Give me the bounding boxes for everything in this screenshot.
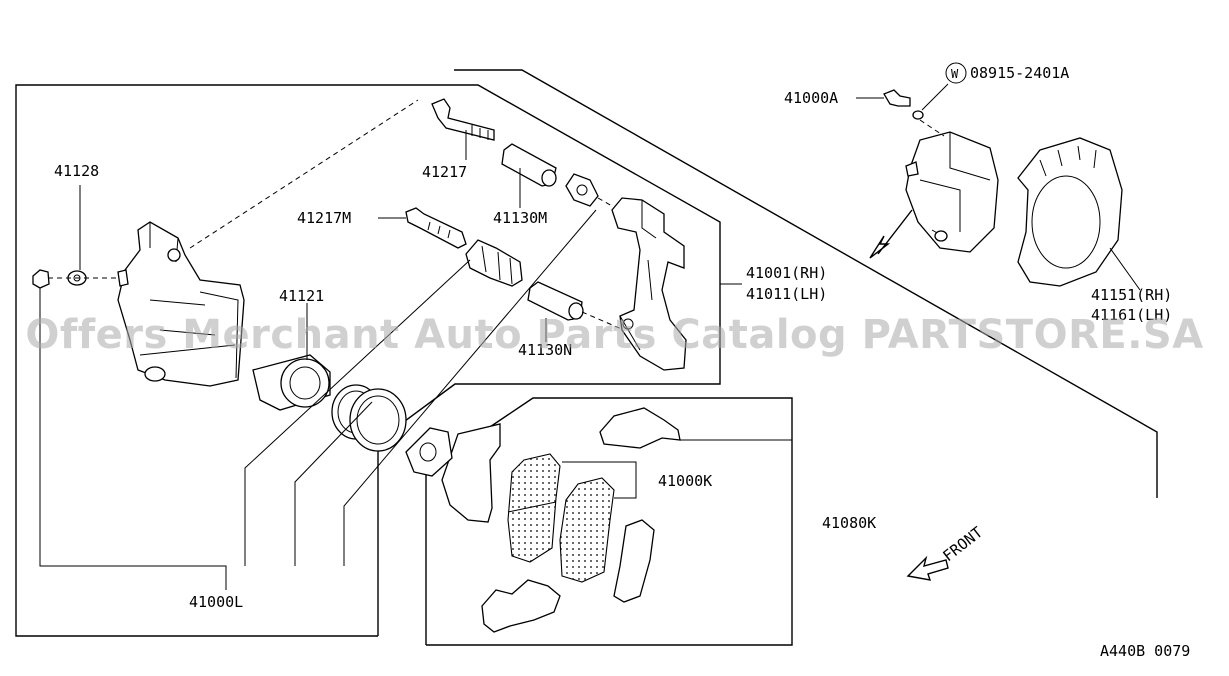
sleeve-lower: [527, 281, 584, 321]
callout-41161: 41161(LH): [1091, 306, 1172, 324]
pad-clip-top: [599, 407, 681, 449]
sleeve-upper: [501, 143, 557, 187]
guide-pin-upper: [431, 98, 495, 141]
front-arrow-icon: [906, 555, 949, 581]
direction-arrow: [869, 209, 913, 259]
washer-mark: W: [951, 67, 959, 81]
callout-41001: 41001(RH): [746, 264, 827, 282]
lock-washer: [912, 110, 924, 120]
caliper-dash-to-pin: [189, 99, 419, 249]
washer-mark-circle: [945, 62, 967, 84]
brake-pad-outer: [559, 477, 615, 583]
callout-41011: 41011(LH): [746, 285, 827, 303]
callout-41000a: 41000A: [784, 89, 838, 107]
assembly-leader-line: [454, 69, 1158, 498]
callout-41217m: 41217M: [297, 209, 351, 227]
pin-boot-lower: [465, 239, 523, 287]
anti-rattle-shim-left: [441, 423, 501, 523]
caliper-bracket: [611, 197, 687, 371]
callout-41130n: 41130N: [518, 341, 572, 359]
pad-clip-bottom: [481, 579, 561, 633]
bolt-dash: [919, 119, 945, 137]
splash-shield: [1017, 137, 1123, 287]
callout-41000k: 41000K: [658, 472, 712, 490]
callout-41128: 41128: [54, 162, 99, 180]
front-label: FRONT: [939, 523, 986, 565]
piston: [252, 354, 331, 411]
boot-dash-lower: [581, 311, 625, 331]
pad-backing-shim: [405, 427, 453, 477]
mounting-bolt: [883, 89, 911, 107]
callout-41121: 41121: [279, 287, 324, 305]
caliper-body: [117, 221, 245, 387]
bleeder-screw-set: [32, 269, 129, 289]
pin-boot-upper: [565, 173, 599, 207]
figure-code: A440B 0079: [1100, 642, 1190, 660]
callout-41217: 41217: [422, 163, 467, 181]
callout-leaders: [39, 83, 1141, 590]
callout-41000l: 41000L: [189, 593, 243, 611]
callout-41080k: 41080K: [822, 514, 876, 532]
leader-pads: [562, 461, 637, 499]
piston-seals: [331, 384, 407, 452]
callout-08915: 08915-2401A: [970, 64, 1069, 82]
pad-shim-right: [613, 519, 655, 603]
boot-dash-upper: [597, 197, 613, 207]
pad-kit-frame: [425, 397, 793, 646]
caliper-assembly-frame: [15, 84, 721, 637]
guide-pin-lower: [405, 207, 467, 249]
brake-pad-inner: [507, 453, 561, 563]
callout-41151: 41151(RH): [1091, 286, 1172, 304]
caliper-installed: [905, 131, 999, 253]
callout-41130m: 41130M: [493, 209, 547, 227]
